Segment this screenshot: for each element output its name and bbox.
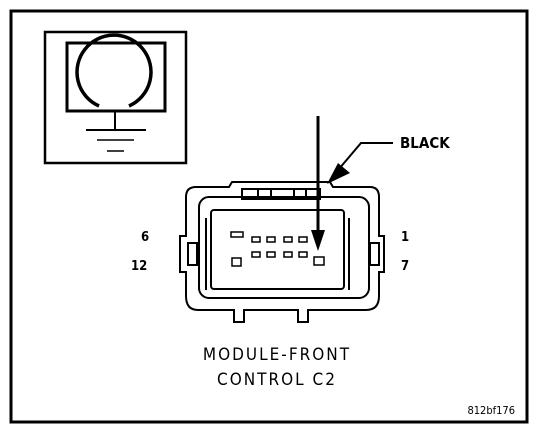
pin-label-7: 7 — [401, 259, 409, 274]
cavity-7 — [313, 256, 325, 266]
cavity-pointer-arrow — [311, 116, 325, 251]
connector-c2 — [179, 181, 385, 323]
pin-label-6: 6 — [141, 230, 149, 245]
connector-caption-line1: MODULE-FRONT — [203, 345, 351, 365]
wire-color-label: BLACK — [400, 134, 450, 152]
pin-label-1: 1 — [401, 230, 409, 245]
cavity-12 — [231, 257, 242, 267]
outer-frame — [9, 9, 529, 424]
callout-leader-arrow — [327, 142, 393, 184]
cavity-6 — [230, 231, 244, 238]
pin-label-12: 12 — [131, 259, 147, 274]
ground-symbol-icon — [43, 30, 188, 165]
figure-reference-number: 812bf176 — [467, 404, 515, 417]
connector-caption-line2: CONTROL C2 — [217, 370, 337, 390]
terminal-cavities — [230, 231, 325, 267]
